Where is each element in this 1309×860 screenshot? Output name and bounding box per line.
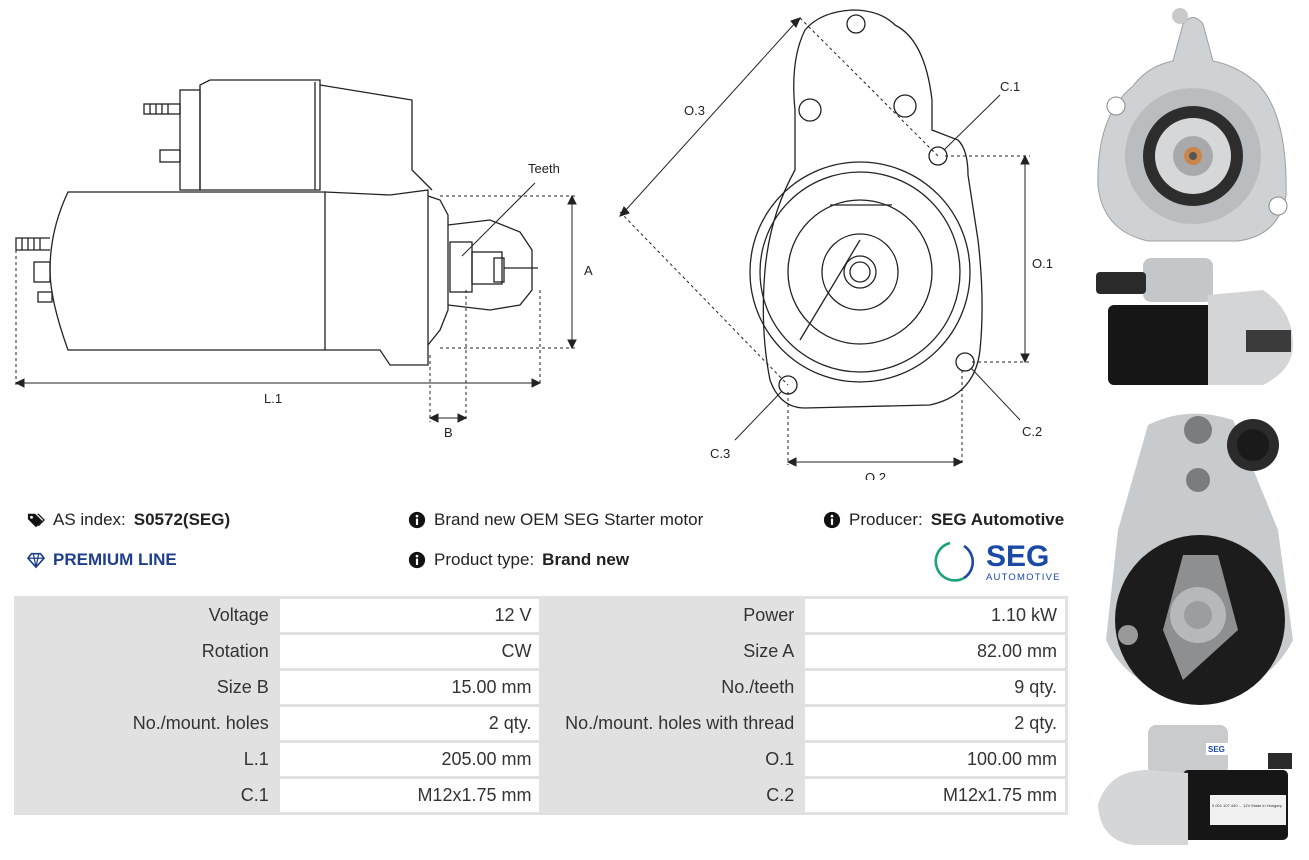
spec-key: No./mount. holes with thread <box>542 707 803 740</box>
spec-value: 9 qty. <box>805 671 1065 704</box>
spec-value: CW <box>279 635 540 668</box>
spec-key: Rotation <box>17 635 277 668</box>
spec-value: M12x1.75 mm <box>279 779 540 812</box>
product-photo-rear[interactable] <box>1088 400 1303 710</box>
seg-logo: SEG AUTOMOTIVE <box>934 540 1061 583</box>
info-icon <box>408 551 426 569</box>
table-row: No./mount. holes 2 qty. No./mount. holes… <box>17 707 1065 740</box>
terminal-studs <box>143 103 181 163</box>
spec-key: C.1 <box>17 779 277 812</box>
motor-body <box>49 191 326 351</box>
spec-value: M12x1.75 mm <box>805 779 1065 812</box>
spec-value: 205.00 mm <box>279 743 540 776</box>
label-c1: C.1 <box>1000 79 1020 94</box>
solenoid-body <box>199 79 321 191</box>
product-photo-front[interactable] <box>1088 6 1298 246</box>
info-icon <box>408 511 426 529</box>
svg-text:AUTOMOTIVE: AUTOMOTIVE <box>986 572 1061 583</box>
spec-value: 2 qty. <box>805 707 1065 740</box>
label-o1: O.1 <box>1032 256 1053 271</box>
label-o2: O.2 <box>865 470 886 480</box>
label-c3: C.3 <box>710 446 730 461</box>
label-o3: O.3 <box>684 103 705 118</box>
spec-key: O.1 <box>542 743 803 776</box>
label-b: B <box>444 425 453 440</box>
spec-value: 1.10 kW <box>805 599 1065 632</box>
spec-key: Size B <box>17 671 277 704</box>
specs-table: Voltage 12 V Power 1.10 kW Rotation CW S… <box>14 596 1068 815</box>
svg-text:0 001 107 440 ... 12V Made in: 0 001 107 440 ... 12V Made in Hungary <box>1212 803 1282 808</box>
premium-line: PREMIUM LINE <box>27 550 177 570</box>
premium-label: PREMIUM LINE <box>53 550 177 569</box>
spec-key: Power <box>542 599 803 632</box>
producer-value: SEG Automotive <box>930 510 1065 529</box>
spec-value: 12 V <box>279 599 540 632</box>
spec-value: 100.00 mm <box>805 743 1065 776</box>
spec-value: 82.00 mm <box>805 635 1065 668</box>
table-row: L.1 205.00 mm O.1 100.00 mm <box>17 743 1065 776</box>
producer-label: Producer: <box>849 510 923 529</box>
table-row: C.1 M12x1.75 mm C.2 M12x1.75 mm <box>17 779 1065 812</box>
product-type-value: Brand new <box>542 550 630 569</box>
product-type: Product type: Brand new <box>408 550 629 570</box>
label-l1: L.1 <box>264 391 282 406</box>
spec-value: 2 qty. <box>279 707 540 740</box>
product-type-label: Product type: <box>434 550 535 569</box>
description: Brand new OEM SEG Starter motor <box>408 510 703 530</box>
technical-drawing: Teeth A L.1 B O.3 <box>14 9 1053 480</box>
svg-text:SEG: SEG <box>986 540 1049 573</box>
spec-key: L.1 <box>17 743 277 776</box>
info-icon <box>823 511 841 529</box>
spec-key: Size A <box>542 635 803 668</box>
spec-key: C.2 <box>542 779 803 812</box>
product-photo-label-side[interactable]: SEG 0 001 107 440 ... 12V Made in Hungar… <box>1088 715 1303 855</box>
spec-key: No./teeth <box>542 671 803 704</box>
diamond-icon <box>27 552 45 569</box>
product-photo-side[interactable] <box>1088 250 1303 390</box>
label-a: A <box>584 263 593 278</box>
as-index-value: S0572(SEG) <box>133 510 231 529</box>
table-row: Rotation CW Size A 82.00 mm <box>17 635 1065 668</box>
as-index-label: AS index: <box>53 510 126 529</box>
tags-icon <box>27 513 45 528</box>
table-row: Voltage 12 V Power 1.10 kW <box>17 599 1065 632</box>
spec-key: Voltage <box>17 599 277 632</box>
description-text: Brand new OEM SEG Starter motor <box>434 510 704 529</box>
table-row: Size B 15.00 mm No./teeth 9 qty. <box>17 671 1065 704</box>
label-c2: C.2 <box>1022 424 1042 439</box>
spec-key: No./mount. holes <box>17 707 277 740</box>
producer: Producer: SEG Automotive <box>823 510 1064 530</box>
label-teeth: Teeth <box>528 161 560 176</box>
spec-value: 15.00 mm <box>279 671 540 704</box>
as-index: AS index: S0572(SEG) <box>27 510 230 530</box>
svg-text:SEG: SEG <box>1208 745 1225 754</box>
